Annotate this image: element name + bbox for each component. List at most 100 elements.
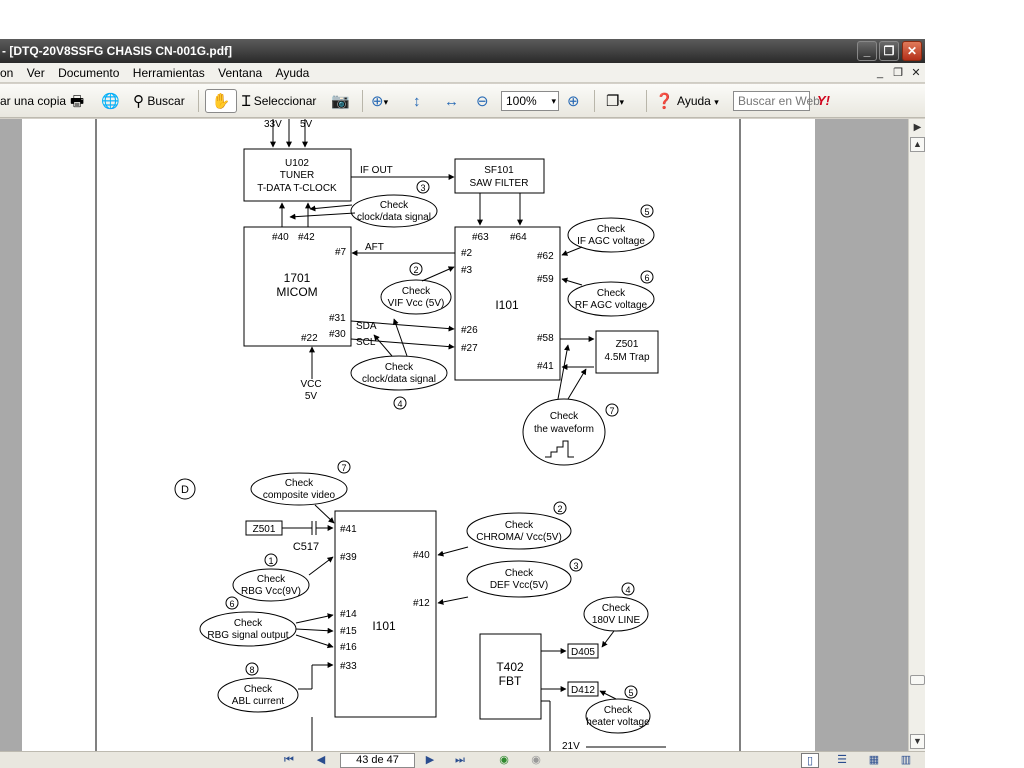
i101b-pin-41: #41 bbox=[340, 524, 357, 535]
pdf-page[interactable]: 33V 5V U102 TUNER T-DATA T-CLOCK IF OUT … bbox=[22, 119, 815, 751]
section-d-label: D bbox=[181, 484, 189, 496]
check-clock-bottom-title: Check bbox=[385, 362, 414, 373]
check-chroma-title: Check bbox=[505, 520, 534, 531]
menu-documento[interactable]: Documento bbox=[58, 66, 120, 80]
chevron-down-icon: ▾ bbox=[383, 97, 389, 107]
micom-pin-22: #22 bbox=[301, 333, 318, 344]
i101-bottom-label: I101 bbox=[372, 619, 396, 633]
vcc-label: VCC bbox=[300, 379, 321, 390]
menu-edicion[interactable]: on bbox=[0, 66, 14, 80]
zoom-out-button[interactable]: ⊖ bbox=[476, 84, 489, 118]
check-if-agc-text: IF AGC voltage bbox=[577, 236, 645, 247]
zoom-in-button[interactable]: ⊕ bbox=[567, 84, 580, 118]
menu-ventana[interactable]: Ventana bbox=[218, 66, 263, 80]
micom-label: MICOM bbox=[276, 285, 317, 299]
menu-ver[interactable]: Ver bbox=[26, 66, 45, 80]
i101-pin-26: #26 bbox=[461, 325, 478, 336]
zoom-out-icon: ⊖ bbox=[476, 92, 489, 110]
scroll-thumb[interactable] bbox=[910, 675, 925, 685]
vertical-scrollbar[interactable]: ▶ ▲ ▼ bbox=[908, 119, 925, 751]
check-def-title: Check bbox=[505, 568, 534, 579]
step-number: 5 bbox=[628, 688, 633, 698]
snapshot-button[interactable]: 📷 bbox=[331, 84, 350, 118]
micom-pin-7: #7 bbox=[335, 247, 347, 258]
micom-pin-30: #30 bbox=[329, 329, 346, 340]
select-tool-button[interactable]: Ɪ Seleccionar bbox=[242, 84, 316, 118]
single-page-view-button[interactable]: ▯ bbox=[801, 753, 819, 768]
i101-pin-59: #59 bbox=[537, 274, 554, 285]
last-page-button[interactable]: ⏭ bbox=[455, 754, 465, 766]
zoom-value: 100% bbox=[506, 94, 537, 108]
scroll-down-button[interactable]: ▼ bbox=[910, 734, 925, 749]
doc-restore-button[interactable]: ❐ bbox=[893, 67, 903, 79]
check-clock-bottom-text: clock/data signal bbox=[362, 374, 436, 385]
previous-page-button[interactable]: ◀ bbox=[316, 754, 326, 766]
check-composite-text: composite video bbox=[263, 490, 336, 501]
check-composite-title: Check bbox=[285, 478, 314, 489]
step-number: 7 bbox=[341, 463, 346, 473]
t402-label: T402 bbox=[496, 660, 524, 674]
page-layout-button[interactable]: ❐▾ bbox=[606, 84, 624, 118]
u102-pins: T-DATA T-CLOCK bbox=[257, 183, 337, 194]
help-label: Ayuda bbox=[677, 94, 711, 108]
chevron-down-icon[interactable]: ▾ bbox=[551, 96, 556, 106]
fit-page-button[interactable]: ↕ bbox=[413, 84, 421, 118]
doc-minimize-button[interactable]: _ bbox=[876, 67, 884, 79]
email-icon[interactable]: 🌐 bbox=[101, 92, 120, 110]
micom-pin-40: #40 bbox=[272, 232, 289, 243]
d405-label: D405 bbox=[571, 647, 595, 658]
check-def-text: DEF Vcc(5V) bbox=[490, 580, 548, 591]
chevron-down-icon: ▾ bbox=[619, 97, 624, 107]
close-button[interactable]: ✕ bbox=[902, 41, 922, 61]
doc-close-button[interactable]: ✕ bbox=[911, 67, 921, 79]
title-bar[interactable]: - [DTQ-20V8SSFG CHASIS CN-001G.pdf] _ ❐ … bbox=[0, 39, 925, 63]
minimize-button[interactable]: _ bbox=[857, 41, 877, 61]
hand-tool-button[interactable]: ✋ bbox=[205, 89, 237, 113]
fit-width-button[interactable]: ↔ bbox=[444, 84, 459, 118]
check-heater-text: heater voltage bbox=[586, 717, 650, 728]
check-abl-text: ABL current bbox=[232, 696, 285, 707]
aft-label: AFT bbox=[365, 242, 384, 253]
i101b-pin-40: #40 bbox=[413, 550, 430, 561]
help-button[interactable]: ❓ Ayuda ▾ bbox=[655, 84, 719, 118]
menu-ayuda[interactable]: Ayuda bbox=[275, 66, 310, 80]
back-view-button[interactable]: ◉ bbox=[499, 754, 509, 766]
search-button[interactable]: ⚲ Buscar bbox=[133, 84, 185, 118]
menu-herramientas[interactable]: Herramientas bbox=[132, 66, 205, 80]
plus-circle-icon: ⊕ bbox=[567, 92, 580, 110]
triangle-right-icon[interactable]: ▶ bbox=[913, 122, 922, 133]
first-page-button[interactable]: ⏮ bbox=[284, 754, 294, 766]
zoom-in-tool-button[interactable]: ⊕▾ bbox=[371, 84, 388, 118]
z501-top-trap: 4.5M Trap bbox=[604, 352, 649, 363]
check-waveform-text: the waveform bbox=[534, 424, 594, 435]
continuous-facing-view-button[interactable]: ▥ bbox=[900, 754, 912, 766]
i101b-pin-14: #14 bbox=[340, 609, 357, 620]
text-cursor-icon: Ɪ bbox=[242, 92, 251, 110]
i101-pin-27: #27 bbox=[461, 343, 478, 354]
zoom-in-icon: ⊕ bbox=[371, 92, 384, 110]
scroll-up-button[interactable]: ▲ bbox=[910, 137, 925, 152]
label-5v: 5V bbox=[300, 119, 313, 130]
micom-pin-31: #31 bbox=[329, 313, 346, 324]
check-chroma-text: CHROMA/ Vcc(5V) bbox=[476, 532, 562, 543]
next-page-button[interactable]: ▶ bbox=[425, 754, 435, 766]
u102-tuner: TUNER bbox=[280, 170, 314, 181]
label-33v: 33V bbox=[264, 119, 282, 130]
step-number: 5 bbox=[644, 207, 649, 217]
u102-label: U102 bbox=[285, 158, 309, 169]
i101-pin-2: #2 bbox=[461, 248, 473, 259]
menu-bar: on Ver Documento Herramientas Ventana Ay… bbox=[0, 63, 925, 83]
block-diagram: 33V 5V U102 TUNER T-DATA T-CLOCK IF OUT … bbox=[95, 119, 741, 751]
print-icon[interactable]: 🖶 bbox=[70, 92, 85, 110]
document-workspace[interactable]: 33V 5V U102 TUNER T-DATA T-CLOCK IF OUT … bbox=[0, 119, 908, 751]
web-search-input[interactable]: Buscar en Web bbox=[733, 91, 820, 111]
zoom-field[interactable]: 100% ▾ bbox=[501, 91, 559, 111]
continuous-view-button[interactable]: ☰ bbox=[837, 754, 847, 766]
forward-view-button[interactable]: ◉ bbox=[531, 754, 541, 766]
i101b-pin-33: #33 bbox=[340, 661, 357, 672]
facing-view-button[interactable]: ▦ bbox=[868, 754, 880, 766]
yahoo-logo[interactable]: Y! bbox=[817, 93, 830, 108]
page-number-field[interactable]: 43 de 47 bbox=[340, 753, 415, 768]
save-copy-button[interactable]: ar una copia bbox=[0, 94, 67, 108]
restore-button[interactable]: ❐ bbox=[879, 41, 899, 61]
